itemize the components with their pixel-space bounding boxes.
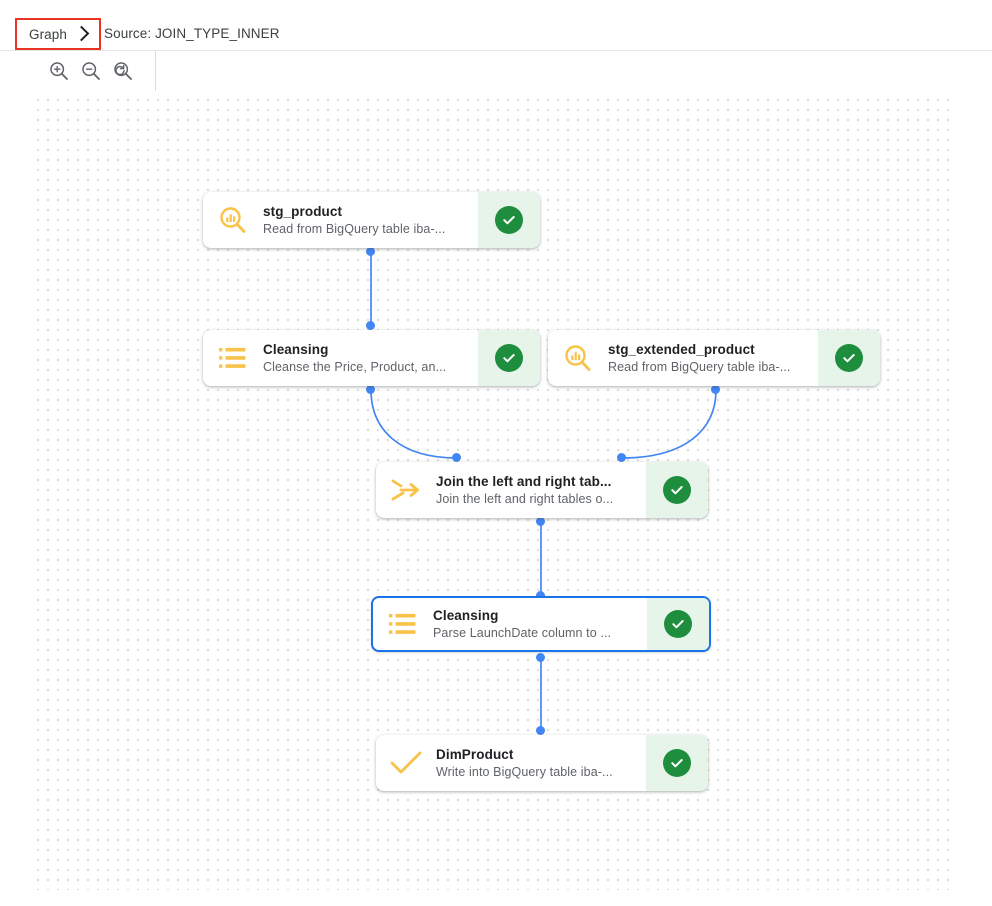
node-description: Join the left and right tables o... — [436, 491, 614, 506]
status-badge — [646, 735, 708, 791]
chevron-right-icon — [73, 25, 90, 42]
node-description: Read from BigQuery table iba-... — [608, 359, 791, 374]
status-badge — [478, 192, 540, 248]
source-search-icon — [548, 330, 608, 386]
join-merge-icon — [376, 462, 436, 518]
node-text: Join the left and right tab... Join the l… — [436, 462, 646, 518]
status-badge — [646, 462, 708, 518]
status-badge — [647, 598, 709, 650]
port-dot — [536, 517, 545, 526]
breadcrumb-label: Graph — [28, 26, 68, 42]
node-description: Read from BigQuery table iba-... — [263, 221, 446, 236]
source-title: Source: JOIN_TYPE_INNER — [104, 26, 280, 41]
node-description: Cleanse the Price, Product, an... — [263, 359, 447, 374]
port-dot — [366, 321, 375, 330]
status-badge — [478, 330, 540, 386]
node-description: Parse LaunchDate column to ... — [433, 625, 612, 640]
success-check-icon — [663, 749, 691, 777]
port-dot — [366, 247, 375, 256]
list-icon — [373, 598, 433, 650]
node-title: Cleansing — [263, 341, 329, 357]
port-dot — [452, 453, 461, 462]
graph-toolbar — [0, 51, 992, 91]
port-dot — [711, 385, 720, 394]
header-bar: Graph Source: JOIN_TYPE_INNER — [0, 0, 992, 51]
toolbar-separator — [155, 51, 156, 91]
success-check-icon — [663, 476, 691, 504]
graph-node-join_node[interactable]: Join the left and right tab... Join the l… — [376, 462, 708, 518]
node-title: Join the left and right tab... — [436, 473, 612, 489]
port-dot — [536, 726, 545, 735]
breadcrumb[interactable]: Graph — [15, 18, 101, 50]
success-check-icon — [495, 344, 523, 372]
success-check-icon — [495, 206, 523, 234]
zoom-reset-icon[interactable] — [111, 59, 135, 83]
source-search-icon — [203, 192, 263, 248]
port-dot — [617, 453, 626, 462]
node-title: Cleansing — [433, 607, 499, 623]
zoom-in-icon[interactable] — [47, 59, 71, 83]
list-icon — [203, 330, 263, 386]
success-check-icon — [664, 610, 692, 638]
check-sink-icon — [376, 735, 436, 791]
zoom-out-icon[interactable] — [79, 59, 103, 83]
port-dot — [536, 653, 545, 662]
node-description: Write into BigQuery table iba-... — [436, 764, 613, 779]
port-dot — [536, 591, 545, 600]
port-dot — [366, 385, 375, 394]
status-badge — [818, 330, 880, 386]
node-title: stg_extended_product — [608, 341, 755, 357]
node-title: stg_product — [263, 203, 343, 219]
success-check-icon — [835, 344, 863, 372]
node-title: DimProduct — [436, 746, 514, 762]
